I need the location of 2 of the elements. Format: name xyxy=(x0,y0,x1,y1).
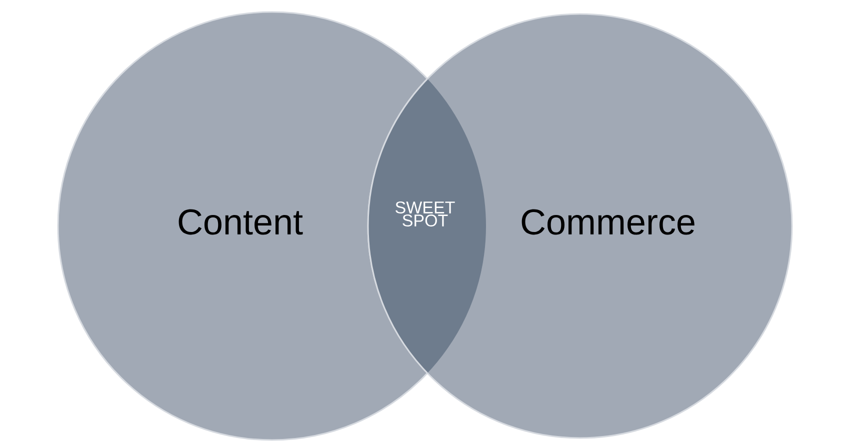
node-label: Commerce xyxy=(522,209,694,235)
overlap-area: SWEET SPOT xyxy=(396,201,455,227)
